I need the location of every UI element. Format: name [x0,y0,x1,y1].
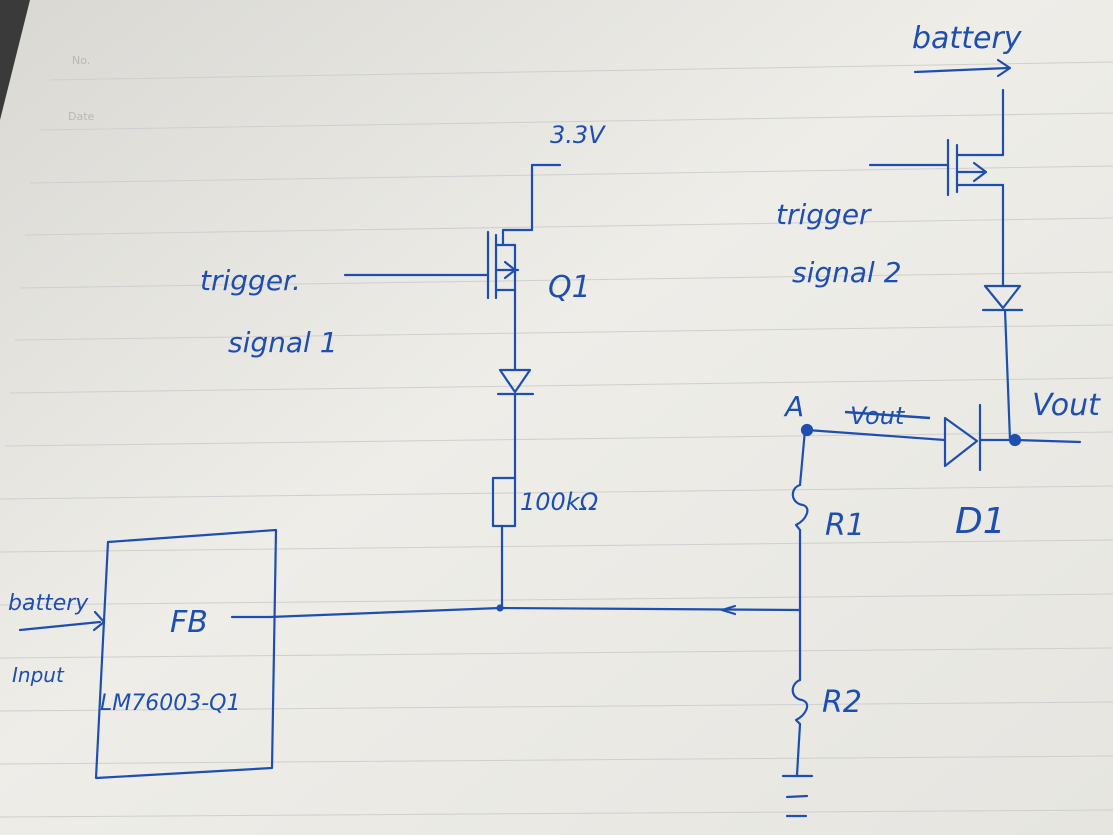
q1-label: Q1 [548,270,591,305]
no-label: No. [72,54,90,67]
q1-diode-symbol [496,338,535,480]
fb-bus-arrow [720,604,737,616]
q2-mosfet-symbol [946,88,1005,217]
right-branch-wire [1003,308,1012,442]
r1-label: R1 [825,508,865,543]
fb-bus-wire [230,606,802,619]
trigger2-label-line2: signal 2 [792,256,902,289]
supply-3v3-wire [501,163,562,247]
supply-3v3-label: 3.3V [550,121,606,149]
ground-symbol [781,774,814,818]
r2-resistor-symbol [791,678,809,726]
ic-box [94,528,278,780]
battery-top-label: battery [912,21,1023,56]
schematic [18,58,1082,818]
divider-wire-bottom [795,722,802,777]
vout-wire [1013,438,1082,444]
resistor-100k-label: 100kΩ [520,488,599,516]
ruled-lines [0,61,1113,818]
battery-input-label-line2: Input [12,663,65,687]
trigger1-label-line2: signal 1 [228,326,338,359]
node-a-to-d1-wire [805,428,947,442]
battery-input-wire [18,620,102,632]
fb-pin-label: FB [170,605,208,640]
date-label: Date [68,110,95,123]
trigger2-label-line1: trigger [776,198,872,231]
right-diode-symbol [981,213,1024,312]
d1-label: D1 [955,501,1006,542]
q1-mosfet-symbol [486,230,520,342]
divider-wire-top [798,428,807,487]
r1-resistor-symbol [791,483,809,532]
vout-label: Vout [1032,388,1101,423]
trigger1-label-line1: trigger. [200,264,301,297]
ic-part-label: LM76003-Q1 [100,691,240,716]
resistor-100k-symbol [491,476,517,528]
battery-top-arrow [996,58,1012,78]
battery-input-arrow [92,610,106,632]
node-a-label: A [783,390,804,423]
battery-top-wire [913,66,1010,74]
vout-strike-line [844,410,931,420]
r2-label: R2 [822,685,862,720]
battery-input-label-line1: battery [8,591,89,616]
